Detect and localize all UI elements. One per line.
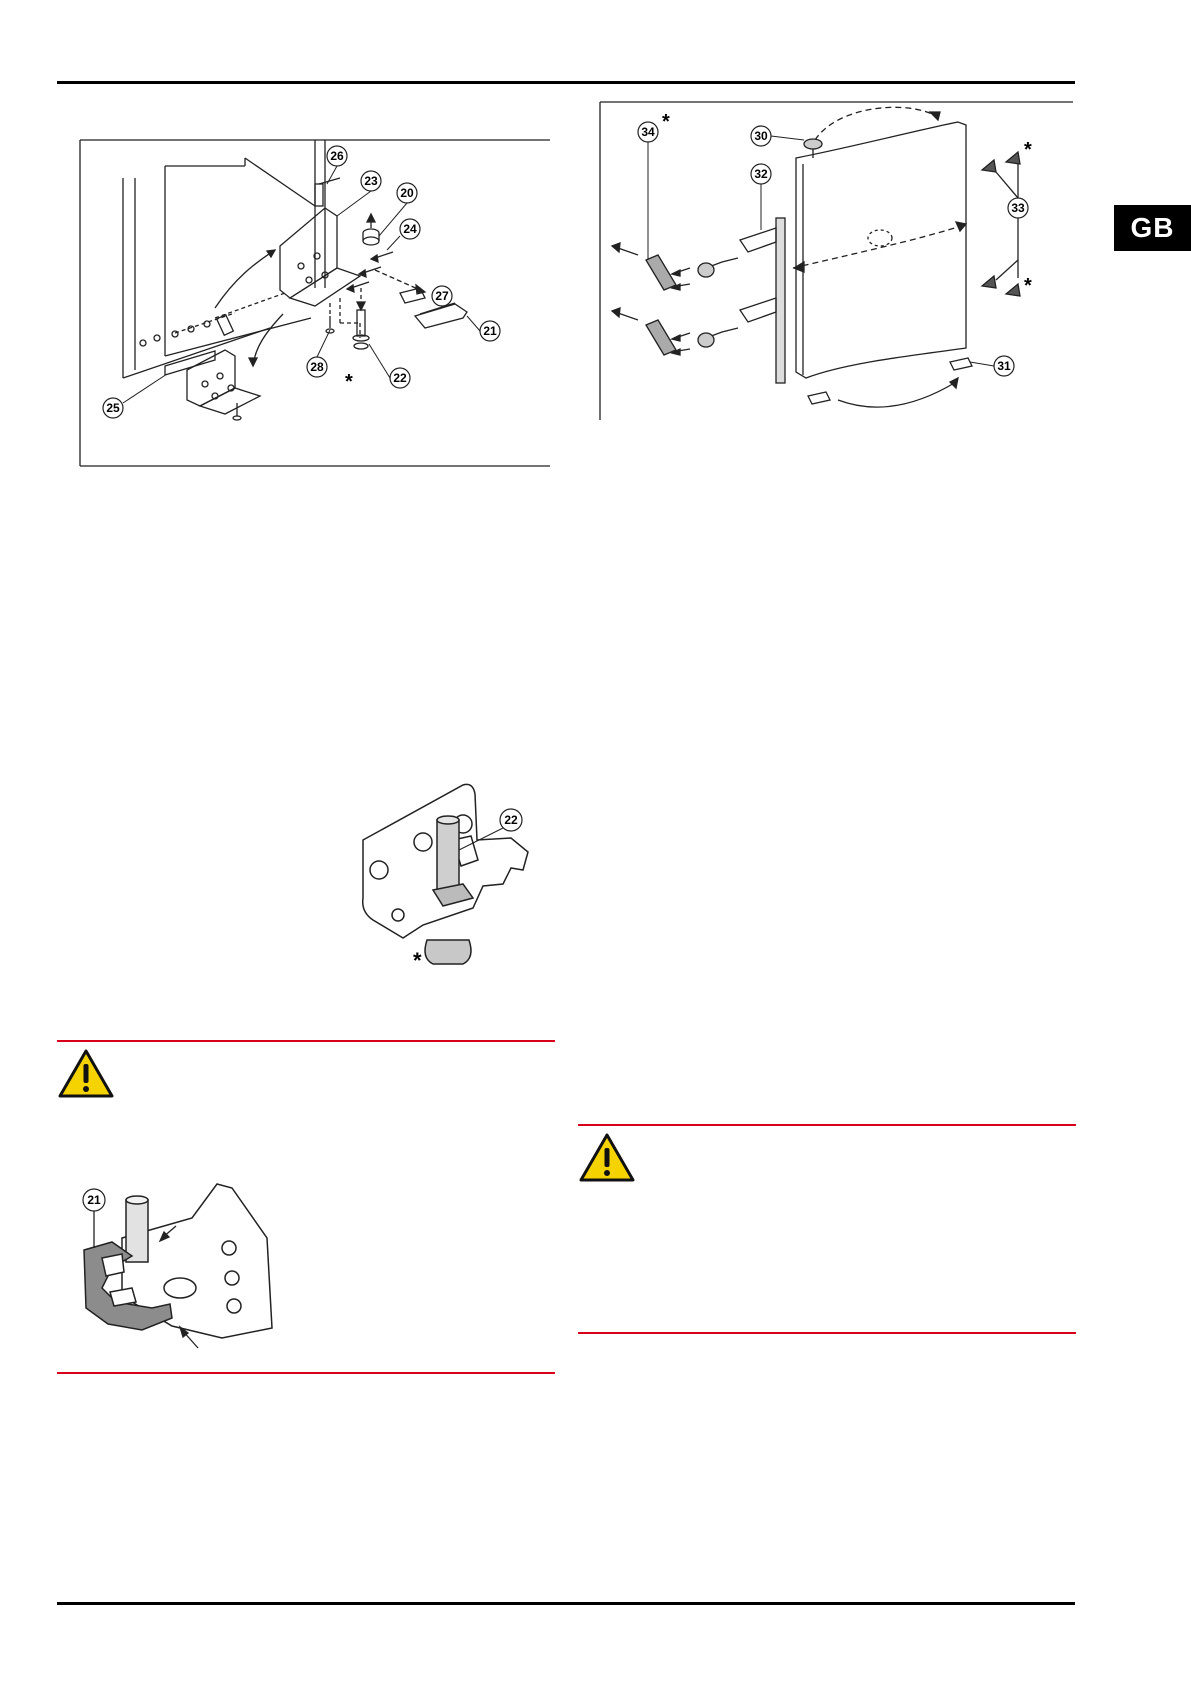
asterisk-22-closeup: * [413, 948, 422, 973]
language-tab: GB [1114, 205, 1191, 251]
callout-25: 25 [106, 401, 120, 415]
asterisk-mark: * [345, 371, 353, 393]
callout-21: 21 [483, 324, 497, 338]
warning-triangle-icon [579, 1133, 635, 1182]
hinge-cover-figure: 21 [82, 1183, 273, 1349]
hinge-assembly-figure: 26 23 20 24 27 21 28 22 25 * [79, 139, 550, 467]
header-rule [57, 81, 1075, 84]
callout-34: 34 [641, 125, 655, 139]
hinge-pin-figure: 22 * [361, 783, 529, 973]
warning-rule-top-left [57, 1040, 555, 1042]
asterisk-34: * [662, 111, 670, 133]
callout-22: 22 [393, 371, 407, 385]
callout-27: 27 [435, 289, 449, 303]
callout-24: 24 [403, 222, 417, 236]
callout-31: 31 [997, 359, 1011, 373]
warning-rule-top-right [578, 1124, 1076, 1126]
footer-rule [57, 1602, 1075, 1605]
callout-21-closeup: 21 [87, 1193, 101, 1207]
callout-26: 26 [330, 149, 344, 163]
door-handle-figure: 34 30 32 33 31 * * * [599, 101, 1073, 420]
callout-22-closeup: 22 [504, 813, 518, 827]
asterisk-33-bottom: * [1024, 275, 1032, 297]
asterisk-33-top: * [1024, 139, 1032, 161]
warning-rule-bottom-left [57, 1372, 555, 1374]
callout-30: 30 [754, 129, 768, 143]
callout-33: 33 [1011, 201, 1025, 215]
warning-rule-bottom-right [578, 1332, 1076, 1334]
callout-28: 28 [310, 360, 324, 374]
callout-23: 23 [364, 174, 378, 188]
callout-32: 32 [754, 167, 768, 181]
callout-20: 20 [400, 186, 414, 200]
warning-triangle-icon [58, 1049, 114, 1098]
